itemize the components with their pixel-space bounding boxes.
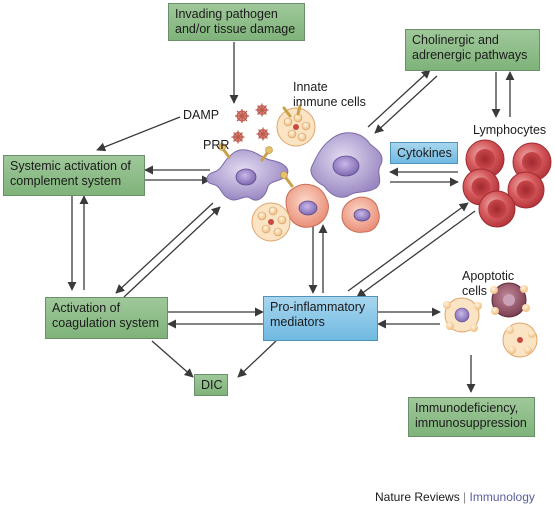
complement-line-2: complement system bbox=[10, 174, 122, 188]
dic-box: DIC bbox=[194, 374, 228, 396]
cholinergic-line-1: Cholinergic and bbox=[412, 33, 499, 47]
arrow-coagulation-to-innate bbox=[123, 206, 221, 298]
apoptotic-line-1: Apoptotic bbox=[462, 269, 515, 283]
granulocyte-bottom bbox=[251, 202, 291, 242]
immunodeficiency-box: Immunodeficiency, immunosuppression bbox=[408, 397, 535, 437]
arrow-proinflammatory-to-dic bbox=[237, 340, 277, 378]
granulocyte-top bbox=[276, 104, 316, 147]
macrophage-purple bbox=[310, 132, 383, 198]
credit-journal: Nature Reviews bbox=[375, 490, 460, 504]
apoptotic-cell-3 bbox=[502, 322, 538, 358]
damp-star-2 bbox=[255, 103, 269, 117]
arrow-innate-to-coagulation bbox=[115, 202, 214, 294]
arrow-cholinergic-to-innate bbox=[374, 75, 438, 134]
coagulation-box: Activation of coagulation system bbox=[45, 297, 168, 339]
damp-star-3 bbox=[231, 130, 245, 144]
dendritic-cell bbox=[206, 143, 289, 201]
coagulation-line-1: Activation of bbox=[52, 301, 121, 315]
apoptotic-cells-label: Apoptotic cells bbox=[462, 269, 514, 299]
apoptotic-cell-1 bbox=[443, 297, 482, 333]
apoptotic-cell-2 bbox=[490, 282, 530, 318]
proinflammatory-line-2: mediators bbox=[270, 315, 325, 329]
innate-line-1: Innate bbox=[293, 80, 328, 94]
immunodeficiency-line-2: immunosuppression bbox=[415, 416, 527, 430]
damp-particles bbox=[231, 103, 270, 144]
invading-pathogen-box: Invading pathogen and/or tissue damage bbox=[168, 3, 305, 41]
complement-box: Systemic activation of complement system bbox=[3, 155, 145, 196]
arrow-coagulation-to-dic bbox=[151, 340, 194, 378]
arrow-damp-to-complement bbox=[96, 116, 181, 152]
arrow-proinflammatory-to-lymphocytes bbox=[347, 202, 469, 292]
invading-line-2: and/or tissue damage bbox=[175, 22, 296, 36]
cytokines-box: Cytokines bbox=[390, 142, 458, 164]
coagulation-line-2: coagulation system bbox=[52, 316, 160, 330]
macrophage-peach-2 bbox=[341, 196, 380, 233]
damp-star-1 bbox=[235, 109, 249, 123]
innate-immune-cells-label: Innate immune cells bbox=[293, 80, 366, 110]
arrow-lymphocytes-to-proinflammatory bbox=[356, 210, 476, 298]
invading-line-1: Invading pathogen bbox=[175, 7, 278, 21]
lymphocyte-5 bbox=[478, 190, 516, 228]
apoptotic-cells bbox=[443, 282, 538, 358]
arrow-innate-to-cholinergic bbox=[367, 69, 431, 128]
apoptotic-line-2: cells bbox=[462, 284, 488, 298]
proinflammatory-box: Pro-inflammatory mediators bbox=[263, 296, 378, 341]
innate-immune-cells bbox=[206, 104, 383, 242]
immunodeficiency-line-1: Immunodeficiency, bbox=[415, 401, 519, 415]
lymphocyte-cells bbox=[462, 139, 552, 228]
damp-star-4 bbox=[256, 127, 270, 141]
cytokines-label: Cytokines bbox=[397, 146, 452, 160]
innate-line-2: immune cells bbox=[293, 95, 366, 109]
proinflammatory-line-1: Pro-inflammatory bbox=[270, 300, 366, 314]
prr-label: PRR bbox=[203, 138, 230, 152]
credit-section: Immunology bbox=[469, 490, 535, 504]
complement-line-1: Systemic activation of bbox=[10, 159, 131, 173]
credit-separator: | bbox=[463, 490, 467, 504]
dic-label: DIC bbox=[201, 378, 223, 392]
journal-credit: Nature Reviews | Immunology bbox=[375, 490, 535, 504]
cholinergic-line-2: adrenergic pathways bbox=[412, 48, 528, 62]
damp-label: DAMP bbox=[183, 108, 220, 122]
macrophage-peach-1 bbox=[280, 171, 329, 228]
lymphocyte-4 bbox=[507, 171, 545, 209]
lymphocytes-label: Lymphocytes bbox=[473, 123, 547, 137]
arrows bbox=[67, 42, 515, 393]
cholinergic-box: Cholinergic and adrenergic pathways bbox=[405, 29, 540, 71]
